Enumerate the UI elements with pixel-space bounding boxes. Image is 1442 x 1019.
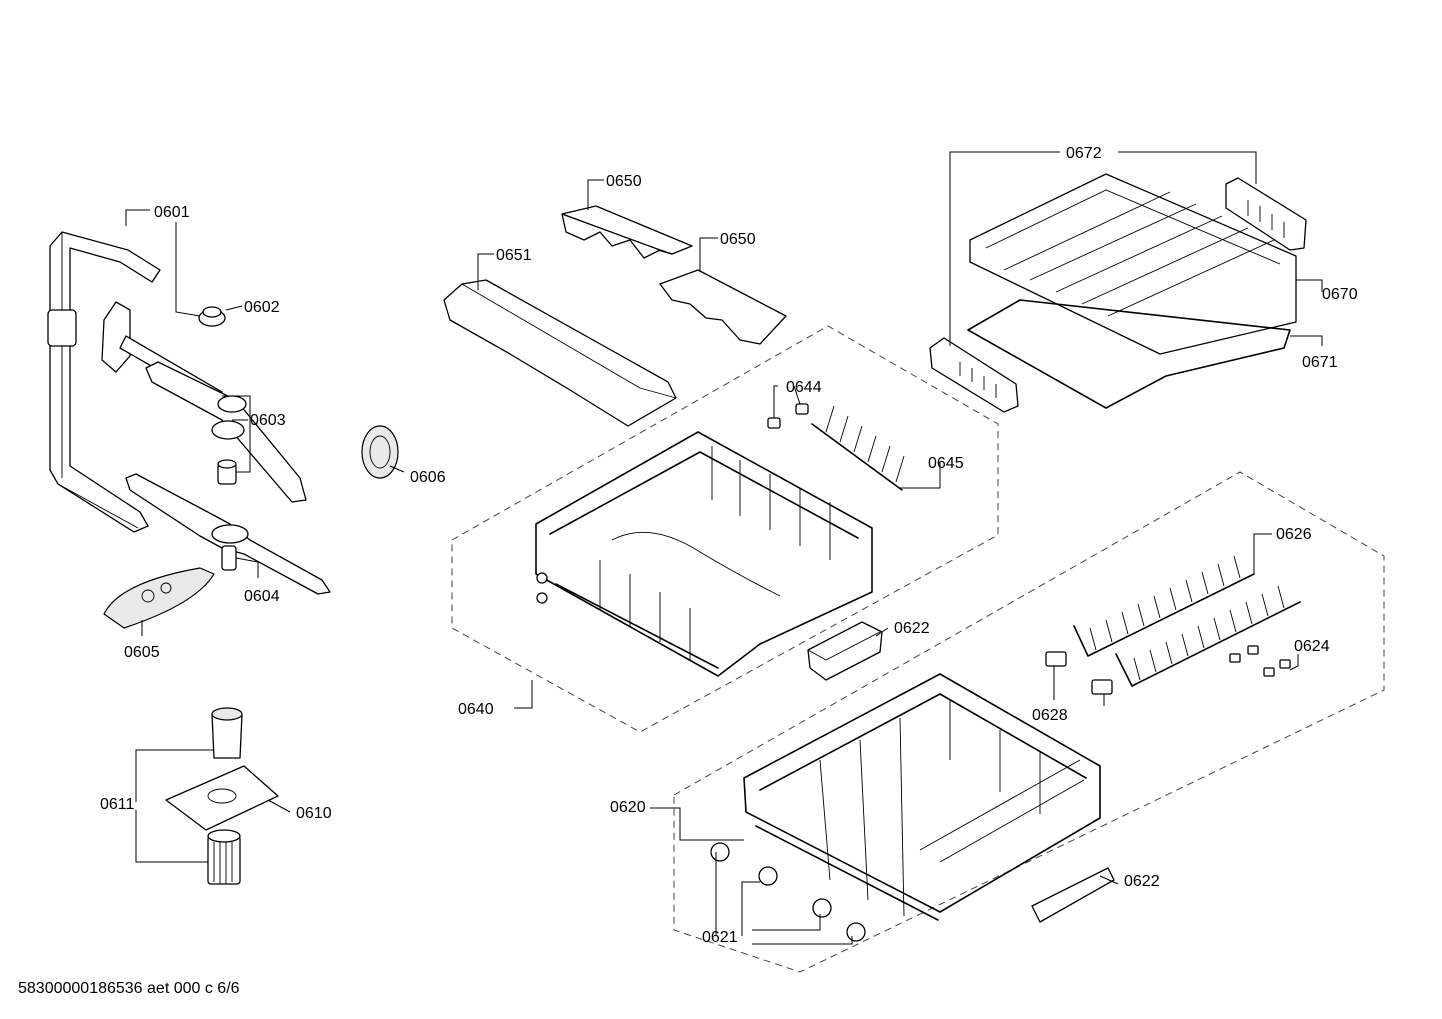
label-0640: 0640: [458, 701, 494, 718]
label-0604: 0604: [244, 588, 280, 605]
tine-holders-0628: [1045, 651, 1113, 695]
label-0645: 0645: [928, 455, 964, 472]
lower-basket: [743, 673, 1101, 921]
label-0644: 0644: [786, 379, 822, 396]
drawer-rail-left: [929, 337, 1019, 413]
lower-basket-group-outline: [673, 471, 1385, 973]
wheels-0621: [710, 842, 866, 942]
label-0624: 0624: [1294, 638, 1330, 655]
leader-lines: [125, 151, 1323, 945]
label-0622-lower: 0622: [1124, 873, 1160, 890]
spray-arm-cover: [103, 567, 215, 629]
micro-filter-disc: [361, 425, 399, 479]
cup-holder-0622-lower: [1031, 867, 1115, 923]
label-0622-upper: 0622: [894, 620, 930, 637]
lower-spray-arm: [125, 473, 331, 595]
label-0626: 0626: [1276, 526, 1312, 543]
fold-down-rack-0645: [811, 405, 905, 491]
label-0651: 0651: [496, 247, 532, 264]
upper-basket-group-outline: [451, 325, 999, 733]
coarse-filter-0611: [211, 707, 243, 759]
clip-0644: [767, 403, 809, 429]
label-0605: 0605: [124, 644, 160, 661]
spray-arm-supply-pipe: [47, 231, 161, 533]
label-0602: 0602: [244, 299, 280, 316]
cutlery-tray-0651: [443, 279, 677, 427]
label-0621: 0621: [702, 929, 738, 946]
label-0628: 0628: [1032, 707, 1068, 724]
label-0670: 0670: [1322, 286, 1358, 303]
upper-basket: [535, 431, 873, 677]
clips-0624: [1229, 645, 1291, 677]
label-0601: 0601: [154, 204, 190, 221]
label-0650-top: 0650: [606, 173, 642, 190]
label-0650-bottom: 0650: [720, 231, 756, 248]
spray-arm-bearing: [217, 459, 237, 485]
label-0671: 0671: [1302, 354, 1338, 371]
label-0672: 0672: [1066, 145, 1102, 162]
cup-holder-0622-upper: [807, 621, 883, 681]
label-0606: 0606: [410, 469, 446, 486]
label-0620: 0620: [610, 799, 646, 816]
cutlery-drawer-0670: [969, 173, 1297, 355]
cutlery-insert-0650-upper: [561, 205, 693, 259]
drawer-frame-0671: [967, 299, 1291, 409]
label-0603: 0603: [250, 412, 286, 429]
upper-spray-arm: [101, 301, 307, 503]
fold-down-tines-0626: [1073, 555, 1301, 687]
drawer-rail-right: [1225, 177, 1307, 251]
flat-filter-plate-0610: [165, 765, 279, 831]
label-0611: 0611: [100, 796, 135, 813]
spray-arm-nozzle-0602: [198, 306, 226, 327]
label-0610: 0610: [296, 805, 332, 822]
document-reference-footer: 58300000186536 aet 000 c 6/6: [18, 980, 240, 997]
cutlery-insert-0650-lower: [659, 269, 787, 345]
fine-filter-cartridge: [207, 829, 241, 885]
